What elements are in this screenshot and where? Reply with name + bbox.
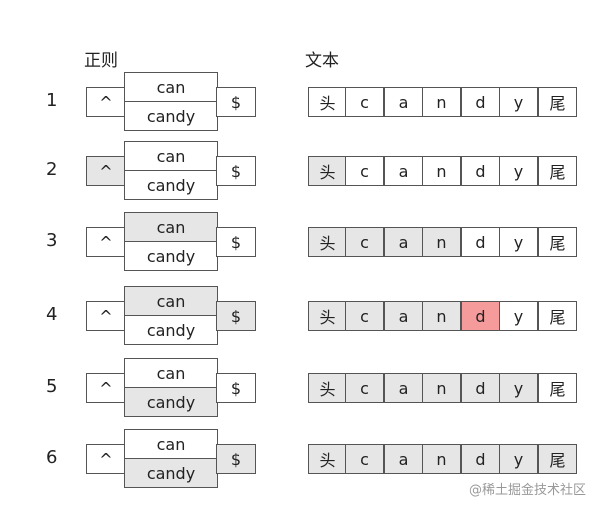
text-cell: 尾 [538, 227, 577, 257]
regex-branch-can: can [124, 286, 218, 316]
text-cell: a [384, 301, 423, 331]
text-cell: d [461, 156, 500, 186]
text-cell: d [461, 373, 500, 403]
regex-end-anchor: $ [216, 227, 256, 257]
regex-branch-candy: candy [124, 387, 218, 417]
text-cell: y [499, 156, 538, 186]
text-cell: y [499, 227, 538, 257]
text-cell: n [422, 227, 461, 257]
regex-end-anchor: $ [216, 156, 256, 186]
regex-start-anchor: ^ [86, 301, 126, 331]
text-cell: 尾 [538, 87, 577, 117]
regex-header: 正则 [84, 51, 118, 71]
regex-branch-can: can [124, 72, 218, 102]
regex-branch-candy: candy [124, 315, 218, 345]
regex-start-anchor: ^ [86, 156, 126, 186]
text-cell: 尾 [538, 373, 577, 403]
regex-branch-candy: candy [124, 241, 218, 271]
text-cell: 头 [308, 227, 347, 257]
text-cell: n [422, 444, 461, 474]
regex-end-anchor: $ [216, 87, 256, 117]
regex-end-anchor: $ [216, 373, 256, 403]
regex-branch-candy: candy [124, 170, 218, 200]
text-cell: y [499, 444, 538, 474]
text-cell: n [422, 301, 461, 331]
regex-start-anchor: ^ [86, 227, 126, 257]
text-cell: c [345, 87, 384, 117]
text-cell: d [461, 301, 500, 331]
regex-start-anchor: ^ [86, 444, 126, 474]
watermark: @稀土掘金技术社区 [468, 483, 586, 498]
text-cell: d [461, 87, 500, 117]
text-cell: 尾 [538, 156, 577, 186]
text-cell: a [384, 373, 423, 403]
text-cell: 头 [308, 373, 347, 403]
text-header: 文本 [305, 51, 339, 71]
text-cell: a [384, 444, 423, 474]
text-cell: c [345, 156, 384, 186]
text-cell: a [384, 87, 423, 117]
regex-end-anchor: $ [216, 301, 256, 331]
step-number: 4 [46, 304, 58, 325]
text-cell: c [345, 301, 384, 331]
text-cell: d [461, 444, 500, 474]
regex-branch-can: can [124, 429, 218, 459]
text-cell: c [345, 444, 384, 474]
text-cell: c [345, 227, 384, 257]
text-cell: 头 [308, 87, 347, 117]
text-cell: d [461, 227, 500, 257]
text-cell: 尾 [538, 444, 577, 474]
text-cell: n [422, 373, 461, 403]
regex-branch-candy: candy [124, 101, 218, 131]
text-cell: n [422, 156, 461, 186]
regex-branch-can: can [124, 141, 218, 171]
step-number: 2 [46, 159, 58, 180]
regex-start-anchor: ^ [86, 373, 126, 403]
regex-branch-candy: candy [124, 458, 218, 488]
regex-branch-can: can [124, 358, 218, 388]
text-cell: 尾 [538, 301, 577, 331]
text-cell: a [384, 156, 423, 186]
text-cell: 头 [308, 301, 347, 331]
text-cell: y [499, 373, 538, 403]
text-cell: 头 [308, 156, 347, 186]
step-number: 5 [46, 376, 58, 397]
step-number: 3 [46, 230, 58, 251]
regex-end-anchor: $ [216, 444, 256, 474]
text-cell: c [345, 373, 384, 403]
text-cell: n [422, 87, 461, 117]
step-number: 6 [46, 447, 58, 468]
regex-start-anchor: ^ [86, 87, 126, 117]
text-cell: y [499, 87, 538, 117]
text-cell: a [384, 227, 423, 257]
regex-branch-can: can [124, 212, 218, 242]
text-cell: 头 [308, 444, 347, 474]
step-number: 1 [46, 90, 58, 111]
text-cell: y [499, 301, 538, 331]
